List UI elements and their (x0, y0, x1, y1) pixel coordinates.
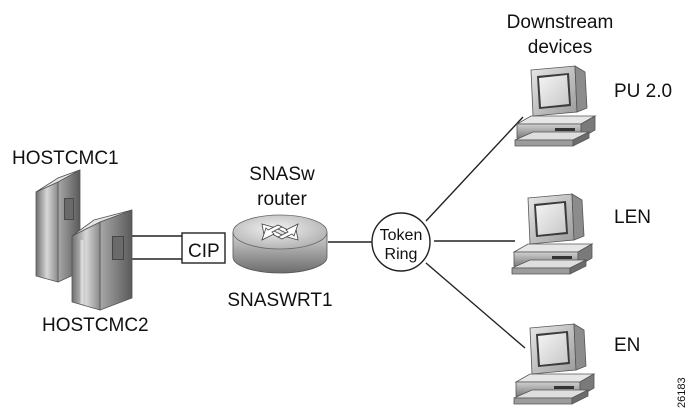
en-label: EN (614, 335, 640, 356)
workstation-pu20-icon (514, 65, 597, 147)
router-icon (232, 214, 328, 274)
figure-id-label: 26183 (676, 377, 688, 408)
token-ring-label-line2: Ring (385, 246, 418, 263)
token-ring-circle (371, 212, 431, 272)
link-ring-en (425, 262, 526, 349)
mainframe-hostcmc1-icon (35, 169, 81, 283)
token-ring-label-line1: Token (380, 227, 423, 244)
cip-label: CIP (188, 241, 220, 262)
link-ring-pu20 (425, 116, 524, 222)
hostcmc2-label: HOSTCMC2 (42, 315, 149, 336)
router-name-label: SNASWRT1 (227, 290, 332, 311)
router-label-line1: SNASw (249, 164, 315, 185)
downstream-label-line2: devices (528, 37, 592, 58)
pu20-label: PU 2.0 (614, 81, 672, 102)
downstream-label-line1: Downstream (507, 12, 614, 33)
hostcmc1-label: HOSTCMC1 (12, 148, 119, 169)
cip-box (181, 232, 226, 264)
len-label: LEN (614, 207, 651, 228)
mainframe-hostcmc2-icon (71, 209, 133, 311)
router-label-line2: router (257, 189, 307, 210)
workstation-en-icon (513, 323, 596, 405)
cip-interface: CIP (181, 232, 226, 264)
workstation-len-icon (511, 193, 594, 275)
token-ring: Token Ring (371, 212, 431, 272)
connection-lines (132, 116, 526, 349)
